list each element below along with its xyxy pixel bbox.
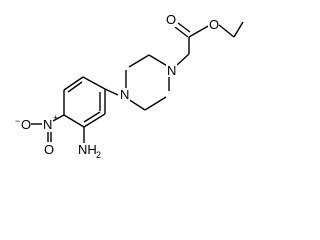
label-bg bbox=[77, 143, 100, 156]
bond-carbonyl-double-2 bbox=[177, 22, 191, 33]
label-bg bbox=[166, 64, 177, 77]
bond-group bbox=[31, 21, 244, 143]
bond-ring-inner-2 bbox=[83, 111, 101, 123]
bond-ring-4 bbox=[63, 114, 85, 128]
label-bg bbox=[208, 18, 219, 31]
bond-carbonyl-double-1 bbox=[174, 26, 189, 38]
carbonyl-oxygen-label: O bbox=[166, 12, 176, 27]
piperazine-n-right-label: N bbox=[167, 63, 176, 78]
amino-group-label: NH bbox=[78, 142, 97, 157]
piperazine-n-left-label: N bbox=[120, 87, 129, 102]
bond-pip-2 bbox=[128, 54, 150, 68]
bond-n-aryl bbox=[104, 88, 119, 96]
bond-ring-2 bbox=[63, 76, 84, 91]
nitro-oxygen-left-label: O bbox=[21, 117, 31, 132]
structural-formula: O O N N O − N + O NH 2 bbox=[15, 12, 244, 160]
nitro-nitrogen-charge: + bbox=[53, 113, 58, 123]
bond-ring-5 bbox=[83, 113, 106, 128]
bond-carbonyl-ester-o bbox=[188, 24, 211, 38]
label-bg bbox=[42, 118, 53, 131]
bond-ring-nitro bbox=[52, 114, 65, 122]
bond-ring-1 bbox=[82, 76, 106, 90]
nitro-nitrogen-label: N bbox=[43, 117, 52, 132]
bond-ch2-ch3 bbox=[233, 21, 244, 38]
bond-n-ch2 bbox=[176, 53, 190, 66]
nitro-oxygen-bottom-label: O bbox=[44, 142, 54, 157]
label-bg bbox=[119, 88, 130, 101]
label-bg bbox=[165, 14, 176, 27]
nitro-oxygen-charge: − bbox=[15, 116, 20, 126]
atom-label-group: O O N N O − N + O NH 2 bbox=[15, 12, 219, 160]
label-bg bbox=[20, 118, 31, 131]
bond-ring-inner-1 bbox=[67, 81, 83, 93]
bond-pip-4 bbox=[144, 96, 167, 111]
amino-subscript: 2 bbox=[96, 150, 101, 160]
ester-oxygen-label: O bbox=[209, 17, 219, 32]
bond-ester-o-ch2 bbox=[218, 24, 235, 38]
bond-pip-1 bbox=[148, 54, 170, 68]
